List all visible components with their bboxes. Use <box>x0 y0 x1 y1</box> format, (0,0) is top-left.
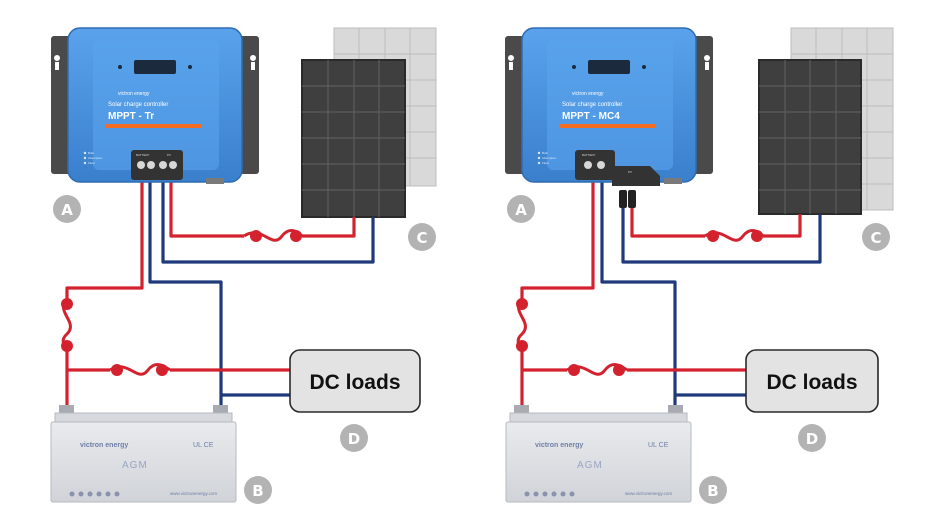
dc-loads-box: DC loads <box>289 349 421 413</box>
battery-url: www.victronenergy.com <box>170 491 217 496</box>
dc-loads-box: DC loads <box>745 349 879 413</box>
led-label-float: Float <box>542 161 549 165</box>
battery-type: AGM <box>577 460 603 471</box>
controller-icon: victron energy Solar charge controller M… <box>51 27 259 184</box>
battery-brand: victron energy <box>80 442 128 449</box>
led-label-bulk: Bulk <box>88 151 94 155</box>
led-label-bulk: Bulk <box>542 151 548 155</box>
svg-text:C: C <box>416 229 427 247</box>
mc4-connector <box>619 190 636 208</box>
svg-text:A: A <box>515 201 527 219</box>
controller-model: MPPT - MC4 <box>562 111 620 122</box>
svg-text:A: A <box>61 201 73 219</box>
dc-loads-label: DC loads <box>309 371 400 394</box>
svg-text:B: B <box>252 482 263 500</box>
battery-cert: UL CE <box>648 442 669 449</box>
dc-loads-label: DC loads <box>766 371 857 394</box>
fuse-icon <box>243 229 304 242</box>
fuse-icon <box>109 363 171 376</box>
controller-model: MPPT - Tr <box>108 111 154 122</box>
led-label-float: Float <box>88 161 95 165</box>
solar-panel-icon <box>301 27 437 218</box>
terminal-pv-label: PV <box>628 170 632 174</box>
controller-brand: victron energy <box>572 91 604 97</box>
fuse-icon <box>566 363 628 376</box>
controller-subtitle: Solar charge controller <box>562 102 622 108</box>
battery-cert: UL CE <box>193 442 214 449</box>
badge-c: C <box>408 223 436 251</box>
wiring <box>65 180 375 407</box>
badge-d: D <box>798 424 826 452</box>
controller-brand: victron energy <box>118 91 150 97</box>
battery-type: AGM <box>122 460 148 471</box>
battery-icon: victron energy UL CE AGM www.victronener… <box>50 405 237 503</box>
svg-text:B: B <box>707 482 718 500</box>
svg-text:D: D <box>348 430 360 448</box>
led-label-absorption: Absorption <box>88 156 103 160</box>
battery-icon: victron energy UL CE AGM www.victronener… <box>505 405 692 503</box>
badge-b: B <box>699 476 727 504</box>
controller-subtitle: Solar charge controller <box>108 102 168 108</box>
controller-icon: victron energy Solar charge controller M… <box>505 27 713 186</box>
terminal-battery-label: BATTERY <box>136 153 150 157</box>
diagram-left: victron energy Solar charge controller M… <box>50 27 437 504</box>
badge-a: A <box>507 195 535 223</box>
battery-url: www.victronenergy.com <box>625 491 672 496</box>
fuse-icon <box>704 229 765 242</box>
fuse-icon <box>516 298 528 352</box>
badge-d: D <box>340 424 368 452</box>
wiring <box>520 180 822 407</box>
terminal-pv-label: PV <box>167 153 171 157</box>
fuse-icon <box>61 298 73 352</box>
led-label-absorption: Absorption <box>542 156 557 160</box>
badge-b: B <box>244 476 272 504</box>
terminal-battery-label: BATTERY <box>582 153 596 157</box>
badge-c: C <box>862 223 890 251</box>
svg-text:D: D <box>806 430 818 448</box>
diagram-right: victron energy Solar charge controller M… <box>505 27 894 504</box>
svg-text:C: C <box>870 229 881 247</box>
solar-panel-icon <box>758 27 894 215</box>
battery-brand: victron energy <box>535 442 583 449</box>
badge-a: A <box>53 195 81 223</box>
